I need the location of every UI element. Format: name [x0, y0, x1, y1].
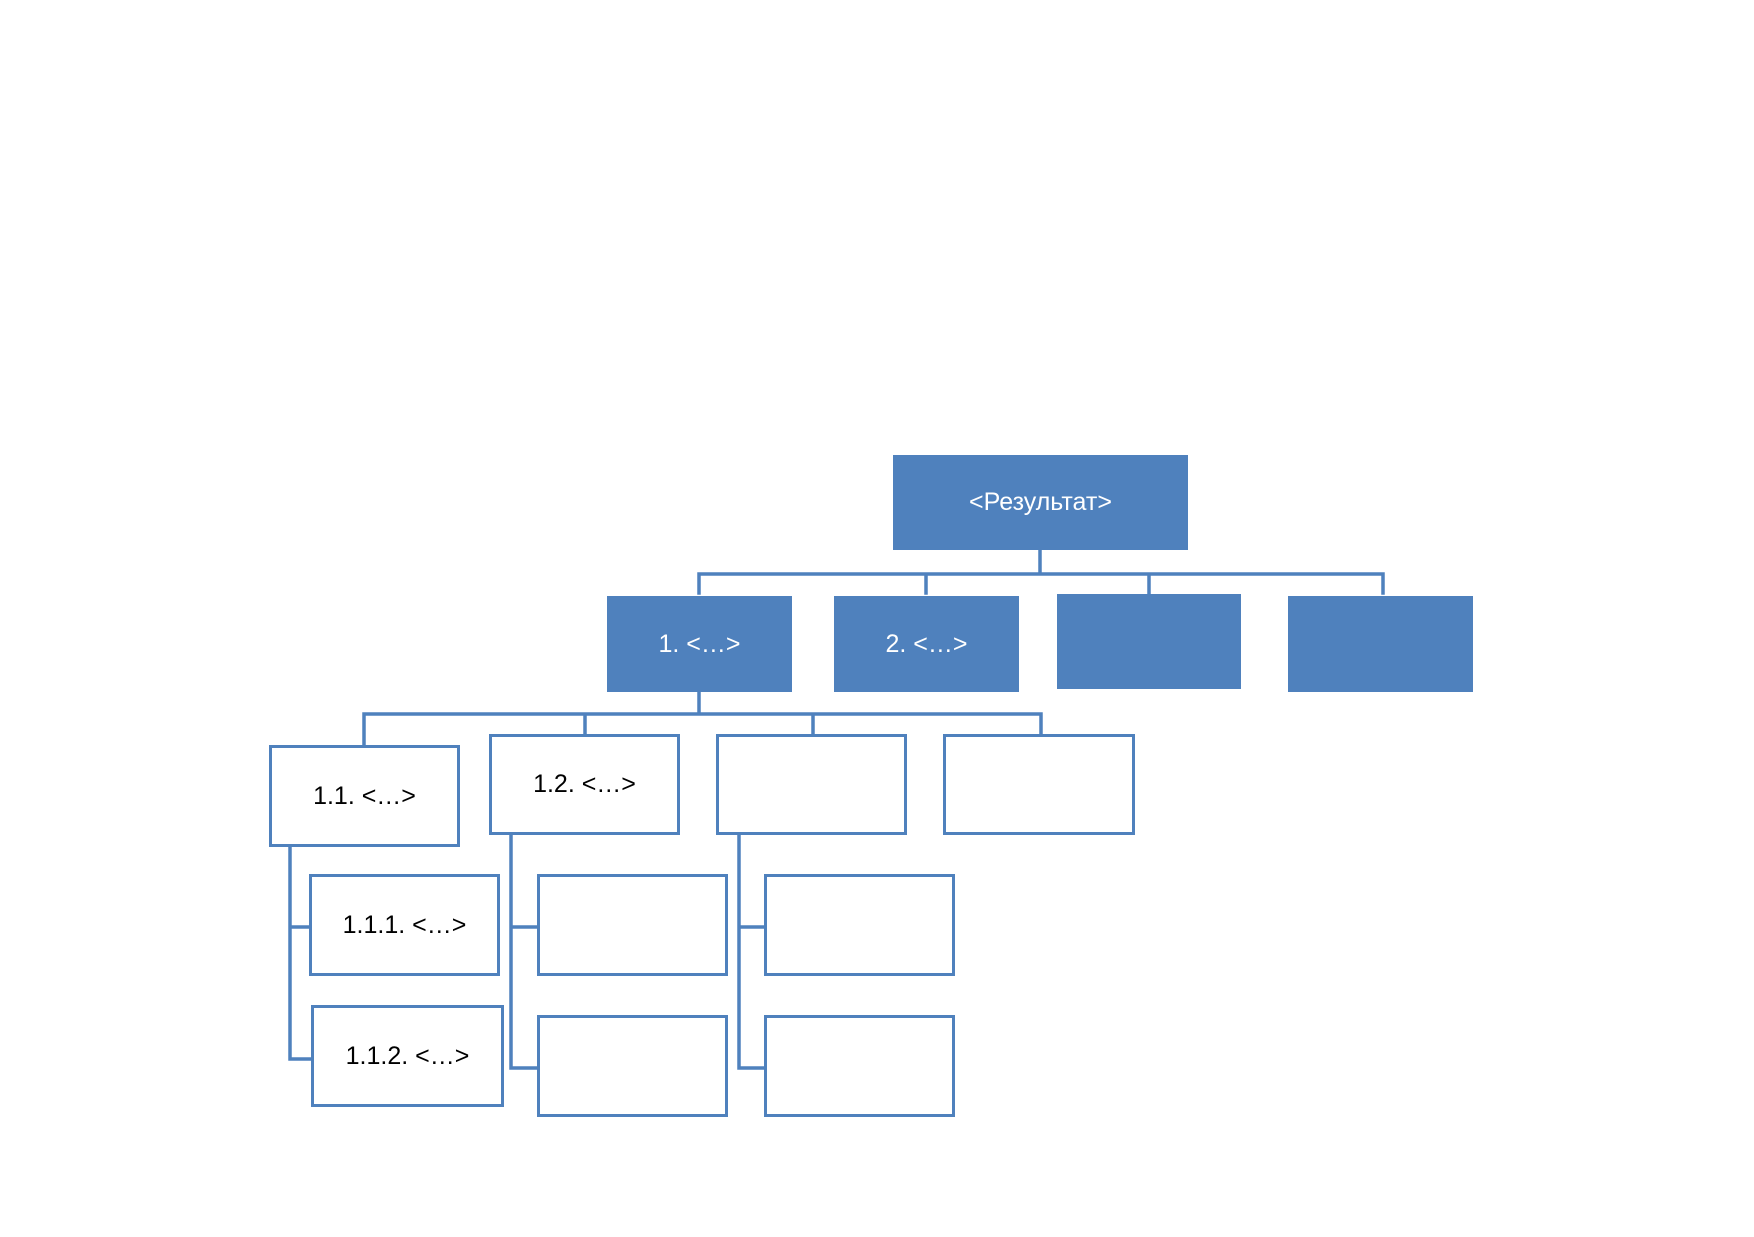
- level3-node-1-2-1: [537, 874, 728, 976]
- level2-node-2-label: 1.2. <…>: [533, 770, 636, 798]
- level1-node-2-label: 2. <…>: [885, 629, 968, 658]
- connector-node1-level2: [362, 690, 1043, 748]
- level2-node-1: 1.1. <…>: [269, 745, 460, 847]
- level1-node-1-label: 1. <…>: [658, 629, 741, 658]
- level3-node-1-2-2: [537, 1015, 728, 1117]
- level2-node-3: [716, 734, 907, 835]
- level2-node-1-label: 1.1. <…>: [313, 781, 416, 810]
- level1-node-1: 1. <…>: [607, 596, 792, 692]
- level1-node-2: 2. <…>: [834, 596, 1019, 692]
- connector-root-level1: [697, 548, 1385, 595]
- level1-node-3: [1057, 594, 1241, 689]
- level3-node-1-1-1-label: 1.1.1. <…>: [342, 910, 467, 939]
- level3-node-1-1-2-label: 1.1.2. <…>: [345, 1041, 470, 1070]
- connector-node1-3-children: [737, 833, 768, 1070]
- level3-node-1-1-2: 1.1.2. <…>: [311, 1005, 504, 1107]
- level3-node-1-3-2: [764, 1015, 955, 1117]
- connector-node1-2-children: [509, 833, 541, 1070]
- level3-node-1-1-1: 1.1.1. <…>: [309, 874, 500, 976]
- level3-node-1-3-1: [764, 874, 955, 976]
- root-node-label: <Результат>: [969, 488, 1112, 516]
- root-node: <Результат>: [893, 455, 1188, 550]
- connector-node1-1-children: [288, 845, 315, 1061]
- level1-node-4: [1288, 596, 1473, 692]
- level2-node-2: 1.2. <…>: [489, 734, 680, 835]
- level2-node-4: [943, 734, 1135, 835]
